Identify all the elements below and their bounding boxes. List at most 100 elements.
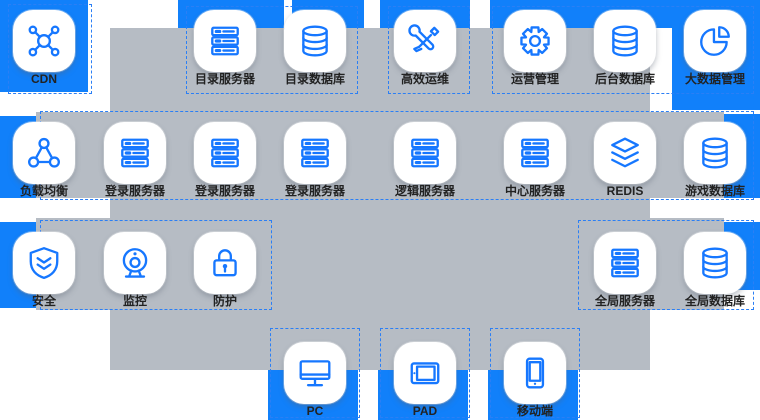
node-mobile: 移动端 [504,342,566,418]
node-logic: 逻辑服务器 [394,122,456,198]
node-label-mobile: 移动端 [516,404,553,418]
node-card-center [504,122,566,184]
node-label-dir-server: 目录服务器 [194,72,255,86]
node-label-logic: 逻辑服务器 [394,184,455,198]
server-rack-icon [301,138,329,168]
node-monitor: 监控 [104,232,166,308]
node-card-mgmt [504,10,566,72]
node-label-center: 中心服务器 [504,184,565,198]
node-lb: 负载均衡 [13,122,75,198]
node-backend-db: 后台数据库 [594,10,656,86]
node-card-dir-db [284,10,346,72]
node-label-protect: 防护 [212,294,237,308]
server-rack-icon [411,138,439,168]
node-card-logic [394,122,456,184]
pie-chart-icon [700,26,730,56]
node-label-mgmt: 运营管理 [510,72,559,86]
node-label-redis: REDIS [606,184,644,198]
server-rack-icon [211,138,239,168]
node-card-dir-server [194,10,256,72]
padlock-icon [213,249,237,277]
database-icon [612,25,638,57]
node-global-server: 全局服务器 [594,232,656,308]
node-game-db: 游戏数据库 [684,122,746,198]
node-cdn: CDN [13,10,75,86]
server-rack-icon [121,138,149,168]
node-card-global-server [594,232,656,294]
node-label-global-db: 全局数据库 [684,294,745,308]
gear-icon [520,26,550,56]
node-login-3: 登录服务器 [284,122,346,198]
node-label-login-3: 登录服务器 [284,184,345,198]
database-icon [702,137,728,169]
node-login-2: 登录服务器 [194,122,256,198]
node-protect: 防护 [194,232,256,308]
node-card-pad [394,342,456,404]
database-icon [302,25,328,57]
group-outline-management [492,6,754,94]
tablet-icon [410,362,440,385]
node-card-monitor [104,232,166,294]
node-global-db: 全局数据库 [684,232,746,308]
node-card-pc [284,342,346,404]
node-label-game-db: 游戏数据库 [684,184,745,198]
group-outline-ops [388,6,470,94]
shield-icon [29,247,59,279]
smartphone-icon [525,357,545,389]
node-label-pc: PC [306,404,324,418]
node-label-login-1: 登录服务器 [104,184,165,198]
node-card-bigdata [684,10,746,72]
node-security: 安全 [13,232,75,308]
node-pc: PC [284,342,346,418]
node-label-dir-db: 目录数据库 [284,72,345,86]
node-pad: PAD [394,342,456,418]
node-card-cdn [13,10,75,72]
node-card-backend-db [594,10,656,72]
node-card-login-3 [284,122,346,184]
node-ops: 高效运维 [394,10,456,86]
node-dir-server: 目录服务器 [194,10,256,86]
database-icon [702,247,728,279]
node-label-cdn: CDN [31,72,57,86]
node-card-redis [594,122,656,184]
node-mgmt: 运营管理 [504,10,566,86]
node-card-security [13,232,75,294]
pc-monitor-icon [299,360,331,387]
node-center: 中心服务器 [504,122,566,198]
node-bigdata: 大数据管理 [684,10,746,86]
node-label-login-2: 登录服务器 [194,184,255,198]
wrench-screwdriver-icon [408,24,440,53]
group-outline-cdn [8,4,92,94]
node-label-bigdata: 大数据管理 [684,72,745,86]
group-outline-global [578,220,754,310]
node-card-protect [194,232,256,294]
node-label-ops: 高效运维 [400,72,449,86]
group-outline-pad [380,328,470,418]
node-card-game-db [684,122,746,184]
node-label-monitor: 监控 [122,294,147,308]
node-label-lb: 负载均衡 [19,184,68,198]
node-card-login-1 [104,122,166,184]
group-outline-pc [270,328,360,418]
node-label-backend-db: 后台数据库 [594,72,655,86]
node-card-ops [394,10,456,72]
node-card-mobile [504,342,566,404]
node-login-1: 登录服务器 [104,122,166,198]
webcam-icon [122,248,148,278]
node-card-login-2 [194,122,256,184]
node-label-global-server: 全局服务器 [594,294,655,308]
node-label-security: 安全 [31,294,56,308]
group-outline-mobile [490,328,580,418]
node-card-lb [13,122,75,184]
cdn-network-icon [28,25,60,57]
node-redis: REDIS [594,122,656,198]
node-dir-db: 目录数据库 [284,10,346,86]
node-card-global-db [684,232,746,294]
load-balancer-icon [28,137,60,168]
layers-stack-icon [611,137,639,168]
server-rack-icon [521,138,549,168]
node-label-pad: PAD [412,404,438,418]
group-outline-directory [186,6,358,94]
server-rack-icon [211,26,239,56]
